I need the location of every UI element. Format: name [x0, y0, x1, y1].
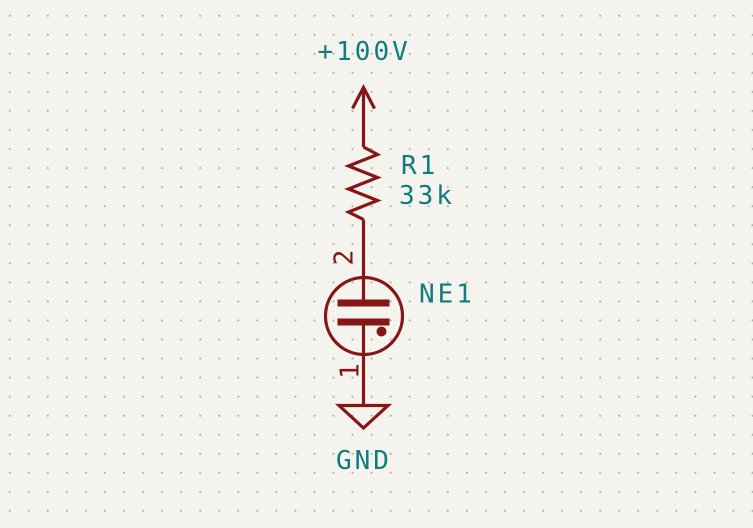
neon-lamp-symbol[interactable]: 2 1 NE1	[323, 250, 475, 405]
lamp-gas-dot	[376, 326, 387, 337]
power-symbol-top[interactable]: +100V	[318, 37, 411, 147]
resistor-value[interactable]: 33k	[399, 181, 455, 211]
resistor-zigzag	[344, 145, 382, 221]
lamp-pin-1-number: 1	[336, 363, 366, 379]
gnd-label[interactable]: GND	[336, 446, 392, 476]
power-symbol-gnd[interactable]: GND	[334, 403, 393, 477]
power-arrow-icon	[351, 84, 376, 110]
lamp-top-electrode	[337, 299, 390, 307]
resistor-reference[interactable]: R1	[401, 151, 438, 181]
lamp-bottom-electrode	[337, 318, 390, 326]
resistor-symbol[interactable]: R1 33k	[344, 145, 455, 221]
lamp-pin-2-number: 2	[330, 250, 360, 266]
gnd-triangle-icon	[334, 403, 393, 431]
lamp-reference[interactable]: NE1	[419, 280, 475, 310]
power-top-label[interactable]: +100V	[318, 37, 411, 67]
